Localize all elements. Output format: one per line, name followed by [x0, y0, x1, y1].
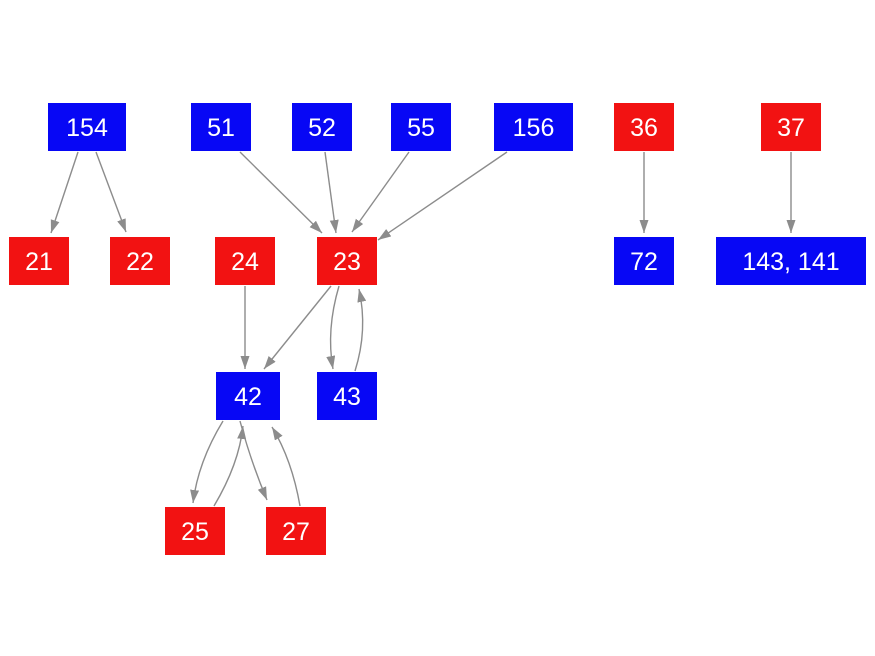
node-72: 72 — [614, 237, 674, 285]
node-43: 43 — [317, 372, 377, 420]
node-72-box — [614, 237, 674, 285]
node-43-label: 43 — [333, 383, 361, 411]
node-55-box — [391, 103, 451, 151]
node-36: 36 — [614, 103, 674, 151]
node-27-label: 27 — [282, 518, 310, 546]
node-36-label: 36 — [630, 114, 658, 142]
node-25-box — [165, 507, 225, 555]
node-36-box — [614, 103, 674, 151]
node-156-box — [494, 103, 573, 151]
node-21-label: 21 — [25, 248, 53, 276]
edge-27-to-42 — [271, 426, 301, 507]
node-55-label: 55 — [407, 114, 435, 142]
edge-154-to-21 — [50, 151, 79, 234]
node-23-label: 23 — [333, 248, 361, 276]
node-51-label: 51 — [207, 114, 235, 142]
node-23: 23 — [317, 237, 377, 285]
node-25: 25 — [165, 507, 225, 555]
node-22-label: 22 — [126, 248, 154, 276]
edge-55-to-23 — [351, 151, 410, 233]
node-154: 154 — [48, 103, 126, 151]
node-25-label: 25 — [181, 518, 209, 546]
node-52-label: 52 — [308, 114, 336, 142]
node-22-box — [110, 237, 170, 285]
node-154-label: 154 — [66, 114, 108, 142]
edge-25-to-42 — [213, 425, 247, 507]
node-52: 52 — [292, 103, 352, 151]
node-21-box — [9, 237, 69, 285]
edge-42-to-25 — [190, 420, 224, 504]
edge-42-to-27 — [239, 420, 268, 501]
node-156: 156 — [494, 103, 573, 151]
edge-156-to-23 — [377, 151, 508, 241]
node-24-box — [215, 237, 275, 285]
node-143_141-box — [716, 237, 866, 285]
node-52-box — [292, 103, 352, 151]
node-27-box — [266, 507, 326, 555]
node-22: 22 — [110, 237, 170, 285]
node-21: 21 — [9, 237, 69, 285]
node-55: 55 — [391, 103, 451, 151]
node-24-label: 24 — [231, 248, 259, 276]
edge-51-to-23 — [239, 151, 323, 234]
edge-23-to-42 — [263, 285, 332, 370]
node-156-label: 156 — [513, 114, 555, 142]
edge-43-to-23 — [354, 288, 367, 372]
node-37-box — [761, 103, 821, 151]
node-27: 27 — [266, 507, 326, 555]
edge-23-to-43 — [326, 285, 340, 370]
node-43-box — [317, 372, 377, 420]
node-42: 42 — [216, 372, 280, 420]
node-23-box — [317, 237, 377, 285]
node-154-box — [48, 103, 126, 151]
node-24: 24 — [215, 237, 275, 285]
node-143_141: 143, 141 — [716, 237, 866, 285]
node-42-label: 42 — [234, 383, 262, 411]
node-42-box — [216, 372, 280, 420]
node-72-label: 72 — [630, 248, 658, 276]
node-143_141-label: 143, 141 — [742, 248, 839, 276]
node-37: 37 — [761, 103, 821, 151]
node-51: 51 — [191, 103, 251, 151]
edge-154-to-22 — [95, 151, 127, 233]
edge-52-to-23 — [324, 151, 339, 234]
node-51-box — [191, 103, 251, 151]
node-37-label: 37 — [777, 114, 805, 142]
